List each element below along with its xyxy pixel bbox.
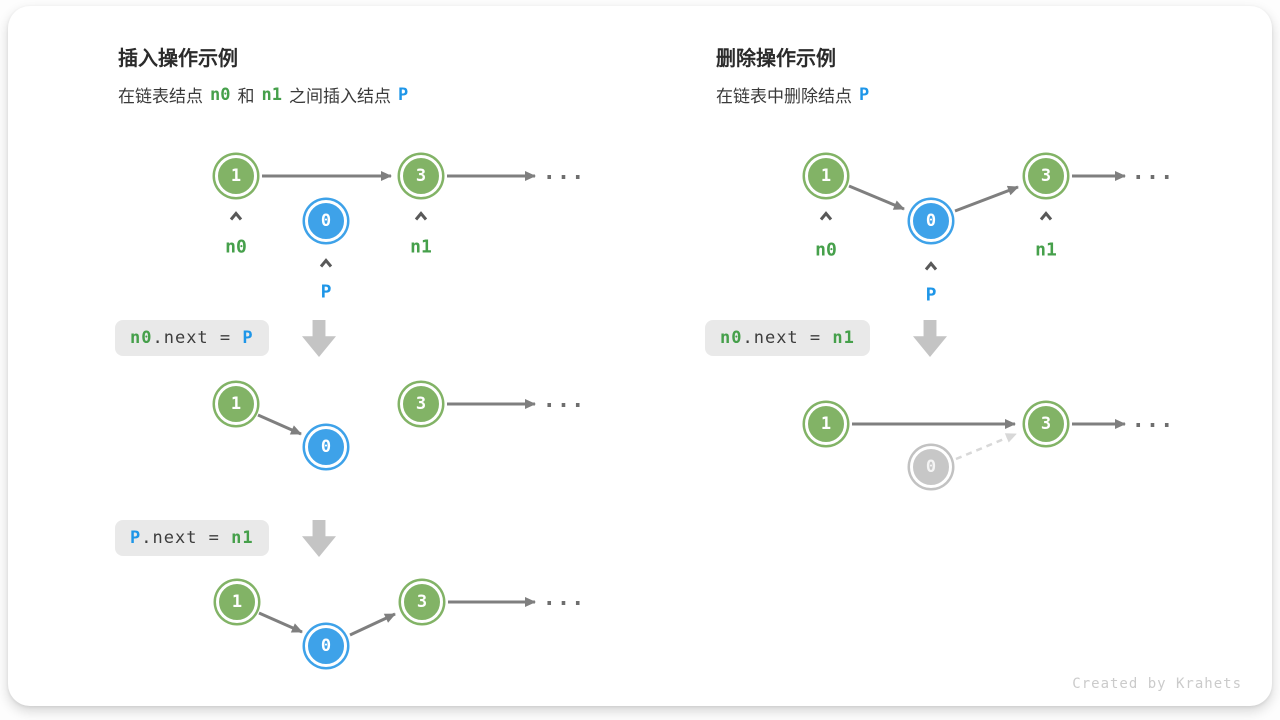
ellipsis: ... xyxy=(542,160,586,185)
node-value-1: 1 xyxy=(805,403,847,445)
node-value-3: 3 xyxy=(400,383,442,425)
pointer-label-n1: n1 xyxy=(1035,239,1057,261)
insert-subtitle-n0: n0 xyxy=(210,84,231,105)
arrow-delete2-p-n1-dashed xyxy=(955,432,1017,461)
code-lhs: n0 xyxy=(130,328,153,348)
delete-subtitle: 在链表中删除结点 P xyxy=(716,82,876,107)
delete-title: 删除操作示例 xyxy=(716,48,836,70)
pointer-label-p: P xyxy=(320,281,332,303)
caret-up-icon xyxy=(1039,211,1053,221)
code-rhs: n1 xyxy=(231,528,254,548)
code-mid: .next = xyxy=(152,328,243,348)
insert-subtitle-text3: 之间插入结点 xyxy=(288,87,391,106)
ellipsis: ... xyxy=(1131,408,1175,433)
code-delete-step: n0.next = n1 xyxy=(705,320,870,356)
insert-subtitle-p: P xyxy=(397,84,409,105)
code-lhs: P xyxy=(130,528,142,548)
node-value-1: 1 xyxy=(216,581,258,623)
insert-subtitle: 在链表结点 n0 和 n1 之间插入结点 P xyxy=(118,82,415,107)
pointer-label-n1: n1 xyxy=(410,236,432,258)
insert-title: 插入操作示例 xyxy=(118,48,238,70)
pointer-label-n0: n0 xyxy=(225,236,247,258)
delete-subtitle-p: P xyxy=(859,84,870,105)
node-value-3: 3 xyxy=(401,581,443,623)
ellipsis: ... xyxy=(542,586,586,611)
node-value-0: 0 xyxy=(305,625,347,667)
caret-up-icon xyxy=(229,211,243,221)
ellipsis: ... xyxy=(542,388,586,413)
arrow-insert3-n0-p xyxy=(258,611,303,634)
node-value-3: 3 xyxy=(1025,403,1067,445)
code-lhs: n0 xyxy=(720,328,743,348)
arrow-insert2-n0-p xyxy=(257,413,302,436)
pointer-label-p: P xyxy=(925,284,937,306)
pointer-label-n0: n0 xyxy=(815,239,837,261)
code-rhs: n1 xyxy=(832,328,855,348)
code-mid: .next = xyxy=(141,528,232,548)
node-value-0: 0 xyxy=(305,200,347,242)
caret-up-icon xyxy=(319,258,333,268)
delete-subtitle-text1: 在链表中删除结点 xyxy=(716,87,852,106)
node-value-0: 0 xyxy=(305,426,347,468)
arrow-delete1-p-n1 xyxy=(954,185,1019,213)
node-value-1: 1 xyxy=(215,383,257,425)
caret-up-icon xyxy=(819,211,833,221)
arrow-delete1-n0-p xyxy=(848,184,905,211)
node-value-3: 3 xyxy=(400,155,442,197)
caret-up-icon xyxy=(414,211,428,221)
insert-subtitle-text1: 在链表结点 xyxy=(118,87,203,106)
insert-subtitle-n1: n1 xyxy=(261,84,282,105)
credit-text: Created by Krahets xyxy=(1072,676,1242,692)
node-value-3: 3 xyxy=(1025,155,1067,197)
code-insert-step2: P.next = n1 xyxy=(115,520,269,556)
node-value-0-removed: 0 xyxy=(910,446,952,488)
ellipsis: ... xyxy=(1131,160,1175,185)
code-mid: .next = xyxy=(742,328,833,348)
node-value-0: 0 xyxy=(910,200,952,242)
code-insert-step1: n0.next = P xyxy=(115,320,269,356)
insert-subtitle-text2: 和 xyxy=(237,87,255,106)
node-value-1: 1 xyxy=(215,155,257,197)
code-rhs: P xyxy=(242,328,254,348)
node-value-1: 1 xyxy=(805,155,847,197)
caret-up-icon xyxy=(924,261,938,271)
arrow-insert3-p-n1 xyxy=(349,612,396,637)
